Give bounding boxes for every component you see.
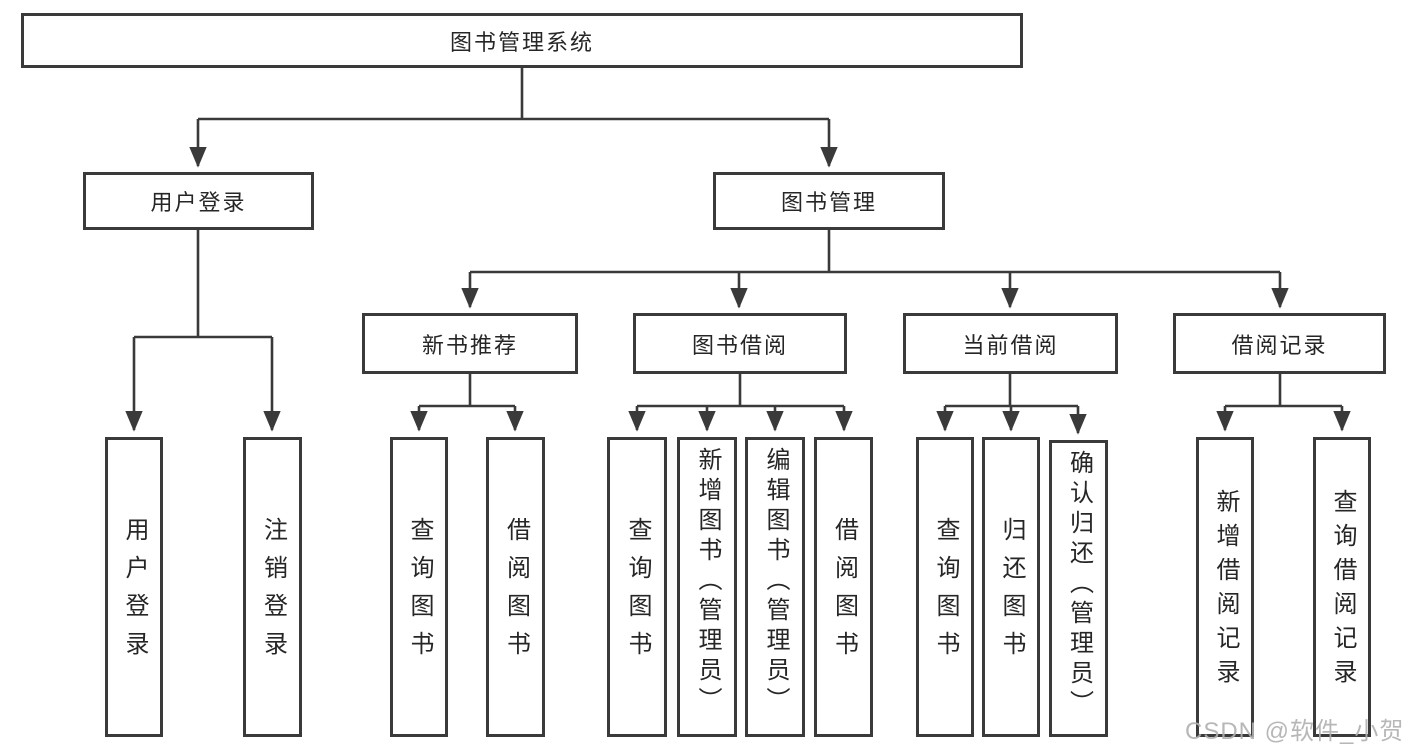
leaf-newbooks-query-books: 查询图书 bbox=[390, 437, 448, 737]
node-root: 图书管理系统 bbox=[21, 13, 1023, 68]
leaf-newbooks-query-books-label: 查询图书 bbox=[406, 517, 433, 669]
leaf-borrowing-edit-books-admin: 编辑图书（管理员） bbox=[745, 437, 805, 737]
leaf-current-confirm-return-admin-label: 确认归还（管理员） bbox=[1065, 450, 1093, 720]
leaf-borrowing-query-books: 查询图书 bbox=[607, 437, 667, 737]
leaf-borrowing-borrow-books: 借阅图书 bbox=[814, 437, 873, 737]
node-book-borrowing-label: 图书借阅 bbox=[691, 332, 788, 358]
node-new-book-recommend-label: 新书推荐 bbox=[421, 332, 518, 358]
leaf-current-query-books-label: 查询图书 bbox=[932, 517, 959, 669]
node-book-management: 图书管理 bbox=[713, 172, 945, 230]
node-current-borrowing-label: 当前借阅 bbox=[962, 332, 1059, 358]
leaf-borrowing-add-books-admin-label: 新增图书（管理员） bbox=[694, 447, 721, 717]
leaf-current-query-books: 查询图书 bbox=[916, 437, 974, 737]
leaf-borrowing-edit-books-admin-label: 编辑图书（管理员） bbox=[762, 447, 789, 717]
leaf-newbooks-borrow-books: 借阅图书 bbox=[486, 437, 545, 737]
leaf-current-return-books: 归还图书 bbox=[982, 437, 1040, 737]
node-book-management-label: 图书管理 bbox=[780, 190, 877, 215]
node-user-login-branch-label: 用户登录 bbox=[150, 190, 247, 215]
leaf-records-query-record-label: 查询借阅记录 bbox=[1329, 489, 1356, 693]
leaf-user-login: 用户登录 bbox=[105, 437, 163, 737]
node-user-login-branch: 用户登录 bbox=[83, 172, 314, 230]
leaf-records-add-record-label: 新增借阅记录 bbox=[1212, 489, 1239, 693]
csdn-watermark: CSDN @软件_小贺同学 bbox=[1185, 718, 1405, 745]
leaf-user-login-label: 用户登录 bbox=[121, 517, 148, 669]
leaf-records-add-record: 新增借阅记录 bbox=[1196, 437, 1254, 737]
leaf-logout: 注销登录 bbox=[243, 437, 302, 737]
node-borrow-records-label: 借阅记录 bbox=[1231, 332, 1328, 358]
node-root-label: 图书管理系统 bbox=[449, 29, 594, 55]
leaf-borrowing-query-books-label: 查询图书 bbox=[624, 517, 651, 669]
leaf-newbooks-borrow-books-label: 借阅图书 bbox=[502, 517, 530, 669]
leaf-records-query-record: 查询借阅记录 bbox=[1313, 437, 1371, 737]
leaf-current-return-books-label: 归还图书 bbox=[998, 517, 1025, 669]
leaf-logout-label: 注销登录 bbox=[259, 517, 287, 669]
leaf-current-confirm-return-admin: 确认归还（管理员） bbox=[1049, 440, 1108, 737]
node-new-book-recommend: 新书推荐 bbox=[362, 313, 578, 374]
leaf-borrowing-add-books-admin: 新增图书（管理员） bbox=[677, 437, 737, 737]
node-book-borrowing: 图书借阅 bbox=[633, 313, 847, 374]
node-current-borrowing: 当前借阅 bbox=[903, 313, 1118, 374]
node-borrow-records: 借阅记录 bbox=[1173, 313, 1386, 374]
leaf-borrowing-borrow-books-label: 借阅图书 bbox=[830, 517, 858, 669]
